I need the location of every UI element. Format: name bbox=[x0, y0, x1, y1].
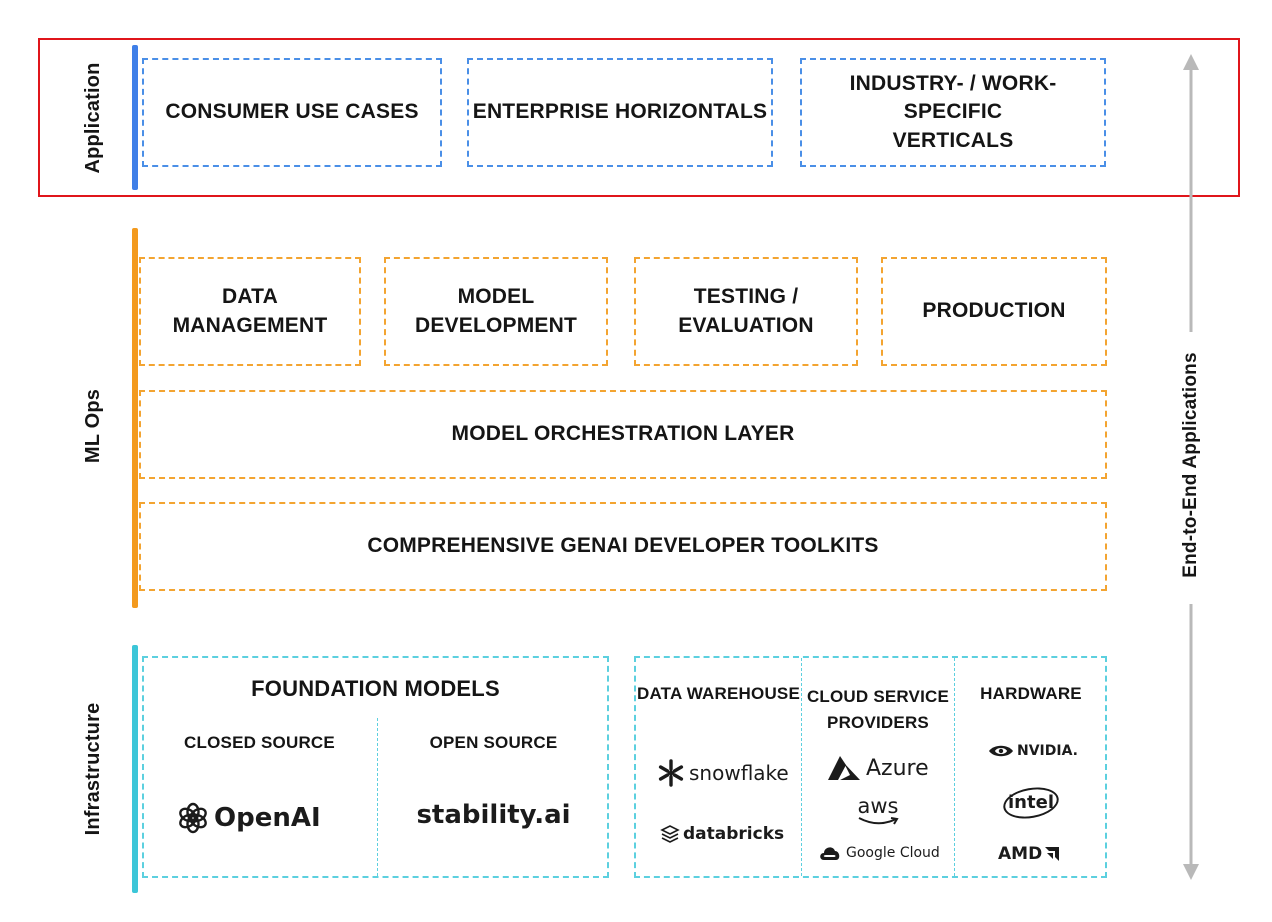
foundation-models-title: FOUNDATION MODELS bbox=[251, 676, 500, 701]
consumer-use-cases-label: CONSUMER USE CASES bbox=[165, 100, 419, 124]
developer-toolkits-box: COMPREHENSIVE GENAI DEVELOPER TOOLKITS bbox=[139, 502, 1107, 591]
foundation-divider bbox=[377, 718, 378, 876]
infra-services-box bbox=[634, 656, 1107, 878]
snowflake-logo-icon bbox=[658, 759, 684, 787]
amd-logo: AMD bbox=[998, 843, 1078, 865]
databricks-logo-icon bbox=[660, 825, 680, 843]
enterprise-horizontals-label: ENTERPRISE HORIZONTALS bbox=[472, 100, 768, 124]
data-warehouse-title: DATA WAREHOUSE bbox=[636, 684, 801, 703]
nvidia-eye-icon bbox=[989, 745, 1013, 757]
openai-logo: OpenAI bbox=[176, 800, 336, 836]
cloud-providers-title: CLOUD SERVICE PROVIDERS bbox=[806, 687, 950, 732]
amd-logo-text: AMD bbox=[998, 844, 1043, 864]
application-highlight-frame bbox=[38, 38, 1240, 197]
snowflake-logo: snowflake bbox=[656, 758, 796, 788]
nvidia-logo-text: NVIDIA. bbox=[1017, 743, 1079, 759]
google-cloud-logo-text: Google Cloud bbox=[846, 845, 940, 861]
snowflake-logo-text: snowflake bbox=[689, 761, 789, 785]
intel-logo: intel bbox=[1000, 783, 1062, 823]
enterprise-horizontals-box: ENTERPRISE HORIZONTALS bbox=[467, 58, 773, 167]
infrastructure-layer-label: Infrastructure bbox=[82, 702, 104, 836]
application-layer-label: Application bbox=[82, 62, 104, 174]
aws-logo-text: aws bbox=[857, 794, 899, 818]
end-to-end-arrow bbox=[1183, 54, 1199, 880]
intel-logo-text: intel bbox=[1008, 792, 1054, 813]
foundation-models-box bbox=[142, 656, 609, 878]
model-development-label: MODEL DEVELOPMENT bbox=[414, 285, 578, 337]
google-cloud-icon bbox=[820, 847, 840, 860]
azure-logo-icon bbox=[828, 756, 860, 780]
data-management-box: DATA MANAGEMENT bbox=[139, 257, 361, 366]
testing-evaluation-box: TESTING / EVALUATION bbox=[634, 257, 858, 366]
google-cloud-logo: Google Cloud bbox=[818, 842, 948, 864]
model-orchestration-label: MODEL ORCHESTRATION LAYER bbox=[451, 422, 795, 446]
developer-toolkits-label: COMPREHENSIVE GENAI DEVELOPER TOOLKITS bbox=[367, 534, 879, 558]
openai-logo-text: OpenAI bbox=[214, 803, 321, 833]
industry-verticals-label: INDUSTRY- / WORK-SPECIFIC VERTICALS bbox=[849, 71, 1057, 152]
openai-logo-icon bbox=[179, 802, 207, 834]
hardware-title: HARDWARE bbox=[980, 684, 1082, 703]
mlops-layer-bar bbox=[132, 228, 138, 608]
databricks-logo-text: databricks bbox=[683, 824, 785, 844]
testing-evaluation-label: TESTING / EVALUATION bbox=[678, 285, 814, 337]
infrastructure-layer-bar bbox=[132, 645, 138, 893]
production-box: PRODUCTION bbox=[881, 257, 1107, 366]
closed-source-title: CLOSED SOURCE bbox=[184, 733, 335, 752]
end-to-end-applications-label: End-to-End Applications bbox=[1180, 352, 1201, 578]
azure-logo: Azure bbox=[826, 753, 936, 783]
consumer-use-cases-box: CONSUMER USE CASES bbox=[142, 58, 442, 167]
model-development-box: MODEL DEVELOPMENT bbox=[384, 257, 608, 366]
mlops-layer-label: ML Ops bbox=[82, 388, 104, 464]
services-divider-1 bbox=[801, 658, 802, 876]
industry-verticals-box: INDUSTRY- / WORK-SPECIFIC VERTICALS bbox=[800, 58, 1106, 167]
services-divider-2 bbox=[954, 658, 955, 876]
databricks-logo: databricks bbox=[660, 822, 800, 846]
amd-arrow-icon bbox=[1045, 847, 1060, 861]
azure-logo-text: Azure bbox=[866, 755, 929, 781]
open-source-title: OPEN SOURCE bbox=[429, 733, 558, 752]
nvidia-logo: NVIDIA. bbox=[988, 740, 1088, 762]
stability-ai-logo: stability.ai bbox=[416, 800, 571, 830]
application-layer-bar bbox=[132, 45, 138, 190]
aws-smile-icon bbox=[858, 817, 899, 825]
model-orchestration-box: MODEL ORCHESTRATION LAYER bbox=[139, 390, 1107, 479]
data-management-label: DATA MANAGEMENT bbox=[172, 285, 328, 337]
aws-logo: aws bbox=[802, 794, 954, 830]
production-label: PRODUCTION bbox=[922, 299, 1066, 323]
